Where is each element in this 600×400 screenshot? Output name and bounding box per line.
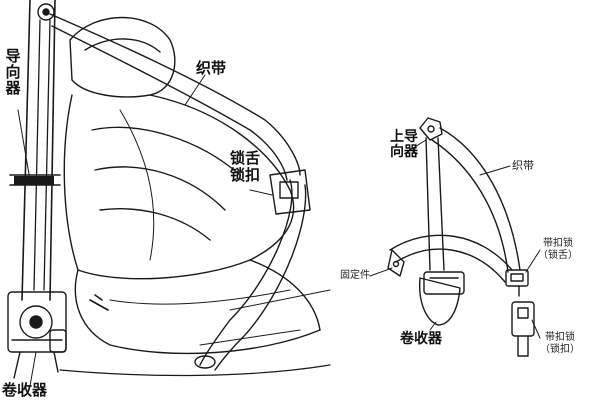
leader-lines (17, 74, 541, 387)
left-tongue-label: 锁舌锁扣 (229, 149, 260, 184)
right-lap-belt (387, 234, 513, 283)
right-buckle-label-line2: （锁扣） (540, 343, 580, 355)
left-webbing (33, 13, 301, 291)
left-seat-outline (59, 16, 331, 377)
right-tongue-label: 带扣锁 （锁舌） (538, 238, 578, 261)
right-buckle-label-line1: 带扣锁 (545, 332, 575, 343)
right-upper-guide-label: 上导向器 (390, 129, 418, 161)
left-upper-guide-label: 导向器 (3, 48, 22, 96)
right-buckle (511, 301, 535, 357)
right-tongue-label-line2: （锁舌） (538, 249, 578, 261)
right-fixed-part-label: 固定件 (340, 270, 370, 281)
left-tongue-buckle (194, 169, 311, 371)
left-webbing-label: 织带 (196, 59, 227, 77)
right-tongue (505, 269, 529, 297)
right-tongue-label-line1: 带扣锁 (543, 238, 573, 249)
right-webbing (425, 127, 521, 273)
left-upper-guide (37, 3, 55, 21)
right-webbing-label: 织带 (512, 159, 534, 172)
left-retractor-label: 卷收器 (2, 381, 48, 399)
left-retractor (7, 291, 109, 379)
left-pillar (9, 0, 61, 301)
right-retractor (418, 271, 465, 326)
right-upper-guide (419, 117, 443, 141)
right-buckle-label: 带扣锁 （锁扣） (540, 332, 580, 355)
right-retractor-label: 卷收器 (400, 331, 442, 347)
